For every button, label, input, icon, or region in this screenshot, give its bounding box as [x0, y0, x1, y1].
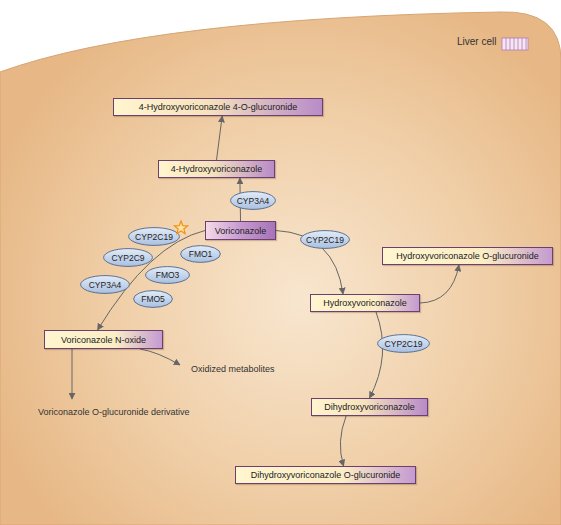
- node-text: FMO5: [141, 294, 165, 304]
- ellipse-shape: [146, 267, 190, 284]
- node-text: CYP3A4: [89, 280, 122, 290]
- enzyme-ellipse: CYP3A4: [230, 191, 276, 210]
- node-text: Hydroxyvoriconazole O-glucuronide: [396, 251, 539, 261]
- node-text: CYP2C19: [385, 339, 423, 349]
- enzyme-ellipse: CYP2C19: [128, 227, 180, 246]
- enzyme-ellipse: CYP2C19: [377, 334, 430, 353]
- reaction-arrow: [340, 416, 346, 466]
- ellipse-shape: [134, 291, 173, 308]
- enzyme-ellipse: CYP3A4: [80, 275, 130, 294]
- metabolite-label: Oxidized metabolites: [191, 364, 275, 374]
- ellipse-shape: [104, 249, 153, 267]
- metabolite-box: 4-Hydroxyvoriconazole 4-O-glucuronide: [113, 98, 323, 116]
- node-text: Dihydroxyvoriconazole: [324, 402, 415, 412]
- highlight-star: [174, 221, 187, 234]
- metabolite-label: Voriconazole O-glucuronide derivative: [38, 407, 190, 417]
- node-text: Dihydroxyvoriconazole O-glucuronide: [251, 470, 401, 480]
- metabolite-box: Dihydroxyvoriconazole O-glucuronide: [235, 466, 416, 484]
- ellipse-shape: [378, 335, 430, 353]
- node-text: Hydroxyvoriconazole: [323, 298, 407, 308]
- metabolite-box: 4-Hydroxyvoriconazole: [158, 160, 275, 178]
- cell-label: Liver cell: [457, 36, 496, 47]
- reaction-arrow: [370, 312, 383, 398]
- cell-icon: [502, 38, 528, 50]
- reaction-arrow: [420, 265, 459, 303]
- ellipse-shape: [181, 246, 221, 263]
- node-text: 4-Hydroxyvoriconazole: [171, 164, 263, 174]
- node-text: CYP2C9: [111, 253, 144, 263]
- metabolite-box: Dihydroxyvoriconazole: [311, 398, 428, 416]
- leader-arrows: [72, 349, 180, 399]
- metabolite-box: Voriconazole N-oxide: [44, 330, 163, 349]
- node-text: Voriconazole: [215, 226, 267, 236]
- node-text: Voriconazole N-oxide: [61, 335, 146, 345]
- enzyme-ellipse: CYP2C19: [300, 230, 350, 249]
- metabolite-box: Voriconazole: [205, 221, 276, 240]
- node-text: FMO3: [156, 270, 180, 280]
- enzyme-ellipse: FMO3: [145, 266, 190, 284]
- ellipse-shape: [81, 276, 130, 294]
- node-text: FMO1: [189, 249, 213, 259]
- node-text: CYP2C19: [306, 235, 344, 245]
- reaction-arrow: [217, 116, 223, 160]
- metabolite-box: Hydroxyvoriconazole: [310, 294, 420, 312]
- cell-body: [0, 12, 561, 525]
- enzyme-ellipse: FMO1: [180, 245, 221, 263]
- ellipse-shape: [301, 231, 350, 249]
- node-text: CYP2C19: [135, 232, 173, 242]
- enzyme-ellipse: FMO5: [133, 290, 173, 308]
- node-text: CYP3A4: [237, 196, 270, 206]
- enzyme-ellipse: CYP2C9: [103, 248, 153, 267]
- ellipse-shape: [129, 228, 180, 246]
- node-text: 4-Hydroxyvoriconazole 4-O-glucuronide: [139, 102, 298, 112]
- metabolite-box: Hydroxyvoriconazole O-glucuronide: [382, 247, 553, 265]
- reaction-arrow: [276, 231, 343, 295]
- ellipse-shape: [231, 192, 276, 210]
